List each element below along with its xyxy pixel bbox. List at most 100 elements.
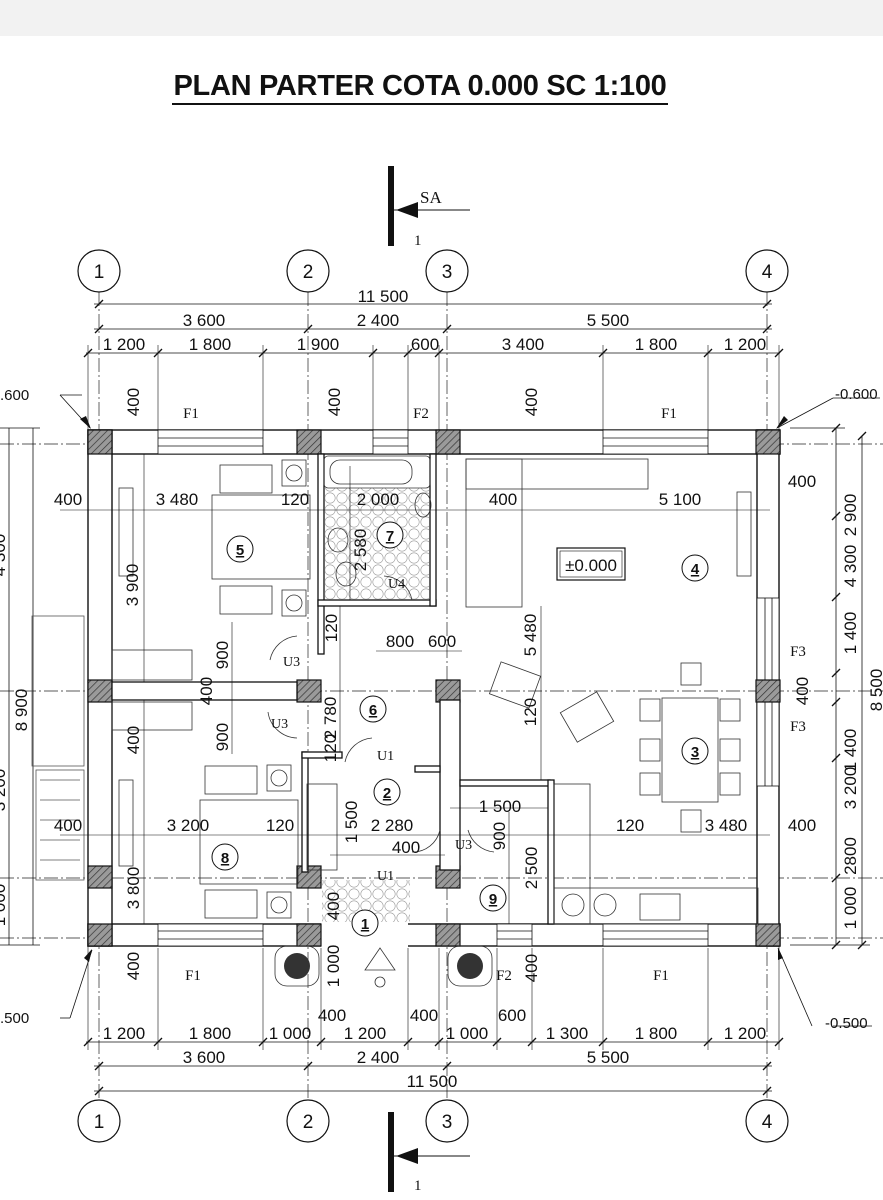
dim-in-900-c: 900 (490, 822, 509, 850)
svg-text:6: 6 (369, 702, 377, 719)
axis-bubble-1-bottom: 1 (77, 1099, 121, 1143)
dim-in-r7-h: 2 580 (351, 529, 370, 572)
dim-right-total: 8 500 (867, 669, 883, 712)
door-swings (267, 575, 495, 853)
drawing-sheet (0, 36, 883, 1200)
dim-top-open-7: 1 200 (724, 335, 767, 354)
window-label-right-2: F3 (790, 719, 806, 735)
svg-text:5: 5 (236, 542, 244, 559)
room-marker-6: 6 (359, 695, 387, 723)
dim-top-open-1: 1 200 (103, 335, 146, 354)
svg-text:3: 3 (442, 262, 453, 283)
level-mark-left-bottom: .500 (0, 1010, 29, 1027)
dim-in-r2-h: 1 500 (342, 801, 361, 844)
dim-in-120-d: 120 (321, 734, 340, 762)
window-label-top-left: F1 (183, 406, 199, 422)
axis-bubble-2-bottom: 2 (286, 1099, 330, 1143)
dim-bottom-extra-3: 600 (498, 1006, 526, 1025)
axis-bubble-3-top: 3 (425, 249, 469, 293)
dim-in-400-f: 400 (124, 726, 143, 754)
dim-top-open-5: 3 400 (502, 335, 545, 354)
dim-in-120-c: 120 (521, 698, 540, 726)
svg-text:2: 2 (303, 1112, 314, 1133)
dim-in-1000: 1 000 (324, 945, 343, 988)
dim-right-part-8: 2800 (841, 837, 860, 875)
axis-bubble-2-top: 2 (286, 249, 330, 293)
level-mark-left-top: .600 (0, 387, 29, 404)
svg-text:3: 3 (691, 744, 699, 761)
dim-right-part-7: 3 200 (841, 767, 860, 810)
dim-in-r4-a: 400 (489, 490, 517, 509)
section-marker-bottom: 1 (388, 1112, 470, 1194)
room-marker-7: 7 (376, 521, 404, 549)
dim-in-120-f: 120 (616, 816, 644, 835)
plan-title: PLAN PARTER COTA 0.000 SC 1:100 (0, 70, 840, 105)
dim-right-part-9: 1 000 (841, 887, 860, 930)
dim-in-400-a: 400 (124, 388, 143, 416)
axis-bubble-4-top: 4 (745, 249, 789, 293)
dim-bottom-span-1: 3 600 (183, 1048, 226, 1067)
window-label-bottom-mid: F2 (496, 968, 512, 984)
door-label-u4: U4 (388, 577, 405, 592)
room-marker-8: 8 (211, 843, 239, 871)
level-mark-right-bottom: -0.500 (825, 1015, 868, 1032)
svg-text:1: 1 (94, 1112, 105, 1133)
dim-in-5480: 5 480 (521, 614, 540, 657)
axis-bubble-4-bottom: 4 (745, 1099, 789, 1143)
dim-in-400-g: 400 (54, 816, 82, 835)
dim-in-400-k: 400 (124, 952, 143, 980)
dimension-lines-right (776, 397, 880, 1027)
plants (284, 953, 483, 979)
level-arrow-bl (84, 949, 92, 962)
svg-text:3: 3 (442, 1112, 453, 1133)
dim-bottom-open-7: 1 800 (635, 1024, 678, 1043)
dim-top-span-2: 2 400 (357, 311, 400, 330)
dim-in-120-e: 120 (266, 816, 294, 835)
level-mark-right-top: -0.600 (835, 386, 878, 403)
svg-text:4: 4 (762, 1112, 773, 1133)
dim-top-open-3: 1 900 (297, 335, 340, 354)
dim-in-400-h: 400 (788, 816, 816, 835)
dim-left-total: 8 900 (12, 689, 31, 732)
dim-in-r2-w: 2 280 (371, 816, 414, 835)
dim-right-part-6: 1 400 (841, 729, 860, 772)
level-arrow-tl (80, 416, 91, 429)
svg-text:1: 1 (361, 916, 369, 933)
dim-in-r6-h: 2 780 (321, 697, 340, 740)
window-label-bottom-left: F1 (185, 968, 201, 984)
dim-in-r9-w: 1 500 (479, 797, 522, 816)
dim-in-900-b: 900 (213, 723, 232, 751)
dim-bottom-open-4: 1 200 (344, 1024, 387, 1043)
door-label-u1-b: U1 (377, 869, 394, 884)
dim-in-120-b: 120 (322, 614, 341, 642)
dim-right-part-2: 2 900 (841, 494, 860, 537)
dim-top-open-6: 1 800 (635, 335, 678, 354)
svg-text:±0.000: ±0.000 (565, 556, 617, 575)
dim-bottom-open-3: 1 000 (269, 1024, 312, 1043)
dim-in-400-c: 400 (522, 388, 541, 416)
dim-in-400-j: 400 (324, 892, 343, 920)
dim-in-r9-h: 2 500 (522, 847, 541, 890)
dim-in-400-b: 400 (325, 388, 344, 416)
dimension-lines-left (0, 394, 93, 1019)
dimension-lines-bottom (83, 940, 784, 1096)
dim-in-900-a: 900 (213, 641, 232, 669)
dim-right-part-1: 400 (788, 472, 816, 491)
room-marker-4: 4 (681, 554, 709, 582)
svg-text:7: 7 (386, 528, 394, 545)
room-marker-3: 3 (681, 737, 709, 765)
room-marker-2: 2 (373, 778, 401, 806)
furniture (111, 455, 759, 988)
door-label-u3-c: U3 (455, 838, 472, 853)
door-label-u1-a: U1 (377, 749, 394, 764)
section-label: SA (420, 188, 442, 207)
dim-bottom-open-8: 1 200 (724, 1024, 767, 1043)
room-marker-9: 9 (479, 884, 507, 912)
dim-bottom-span-2: 2 400 (357, 1048, 400, 1067)
dim-in-400-e: 400 (197, 677, 216, 705)
dim-in-r3-w: 3 480 (705, 816, 748, 835)
dim-in-r4-w: 5 100 (659, 490, 702, 509)
window-label-top-right: F1 (661, 406, 677, 422)
structural-columns (87, 429, 781, 947)
